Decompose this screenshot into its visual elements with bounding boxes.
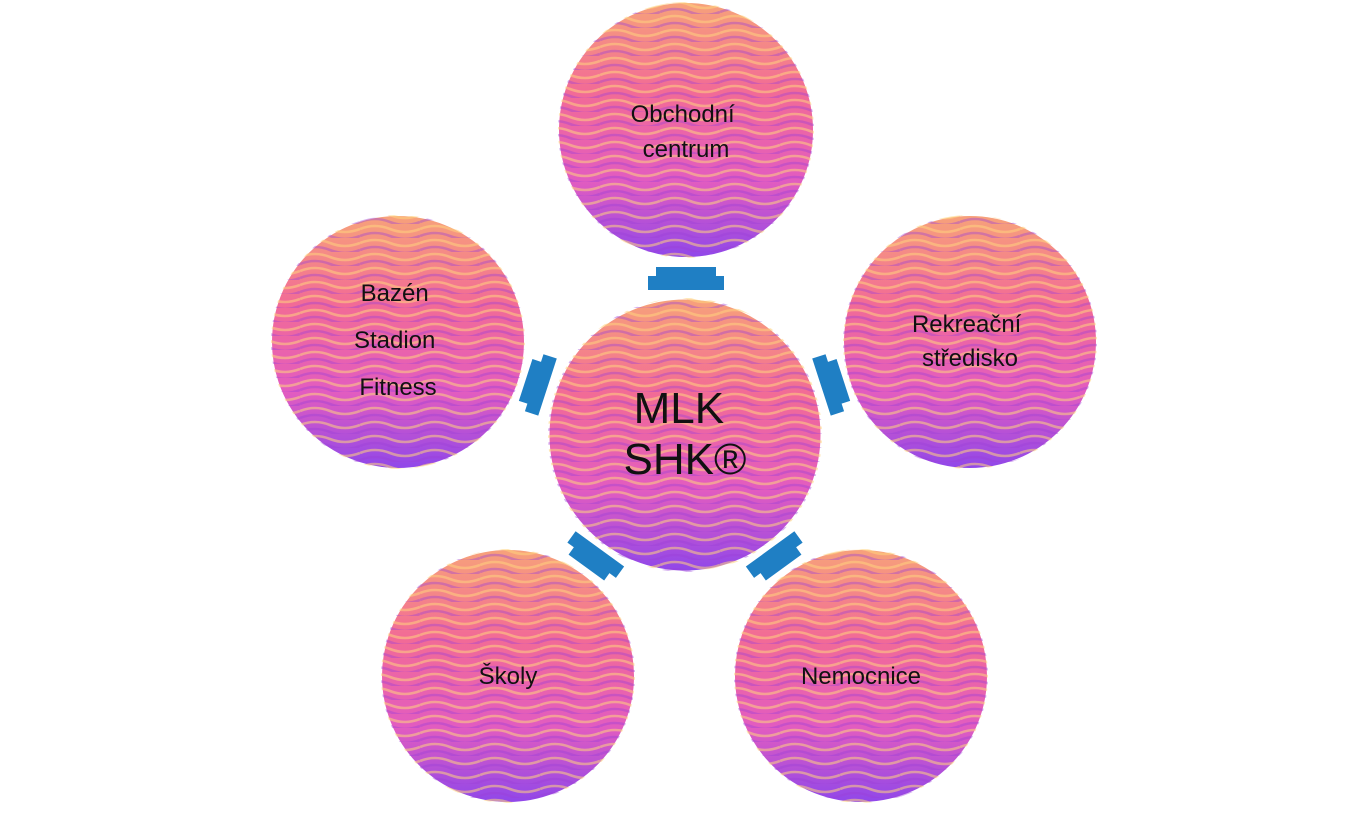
svg-text:Školy: Školy <box>479 662 538 690</box>
center-label-line: SHK® <box>624 435 747 484</box>
node-texture <box>558 2 814 258</box>
svg-text:Nemocnice: Nemocnice <box>801 663 921 690</box>
node-texture <box>381 549 635 803</box>
node-label-line: Fitness <box>359 374 436 401</box>
arrow-to-left <box>518 354 557 416</box>
center-texture <box>548 298 822 572</box>
node-label-line: Rekreační <box>912 311 1022 338</box>
node-right: Rekreační středisko <box>842 214 1098 470</box>
node-bottom-right: Nemocnice <box>733 548 989 804</box>
node-label-line: Bazén <box>361 280 429 307</box>
node-label-line: Obchodní <box>631 101 735 128</box>
arrow-to-top <box>648 267 724 290</box>
node-label-line: Nemocnice <box>801 663 921 690</box>
node-label-line: centrum <box>643 136 730 163</box>
svg-text:Rekreační středisko: Rekreační středisko <box>912 311 1028 372</box>
node-left: Bazén Stadion Fitness <box>270 214 526 470</box>
svg-text:MLK SHK®: MLK SHK® <box>624 384 747 484</box>
node-label-line: Stadion <box>354 327 435 354</box>
svg-text:Bazén Stadion Fitn: Bazén Stadion Fitness <box>354 280 442 401</box>
node-texture <box>734 549 988 803</box>
node-label-line: Školy <box>479 662 538 690</box>
arrow-to-bottom-right <box>745 531 803 581</box>
arrow-to-right <box>812 354 851 416</box>
connector-arrows <box>518 267 851 581</box>
svg-text:Obchodní centrum: Obchodní centrum <box>631 101 742 163</box>
node-texture <box>271 215 525 469</box>
node-bottom-left: Školy <box>380 548 636 804</box>
node-top: Obchodní centrum <box>557 1 815 259</box>
arrow-to-bottom-left <box>567 531 625 581</box>
node-texture <box>843 215 1097 469</box>
node-label-line: středisko <box>922 345 1018 372</box>
center-label-line: MLK <box>634 384 724 433</box>
node-center: MLK SHK® <box>546 296 824 574</box>
